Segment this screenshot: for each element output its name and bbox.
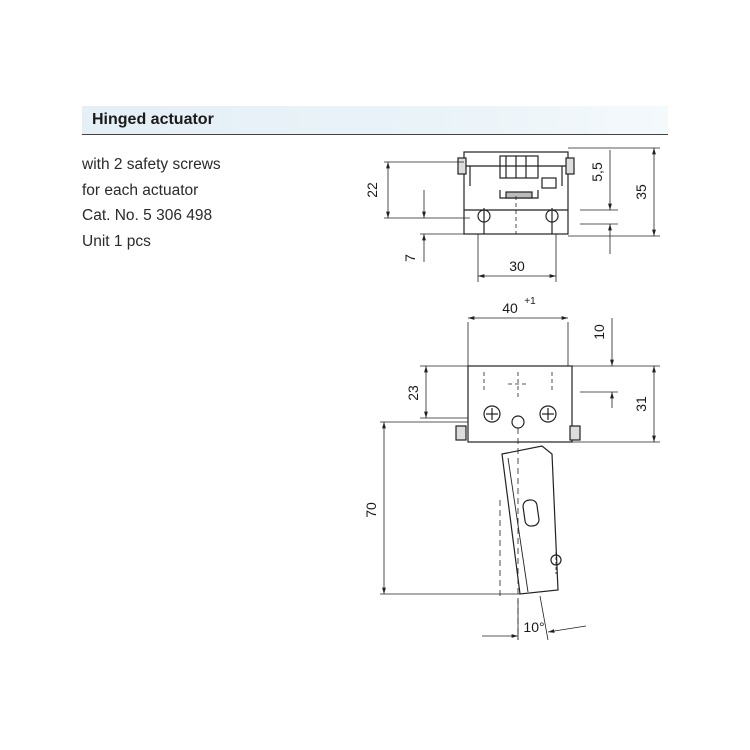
dim-23: 23 [405, 385, 421, 401]
dim-22: 22 [364, 182, 380, 198]
dim-40-tolerance: +1 [524, 296, 536, 307]
section-header: Hinged actuator [82, 106, 668, 135]
description-line-actuator: for each actuator [82, 181, 199, 199]
dim-35: 35 [633, 184, 649, 200]
dim-31: 31 [633, 396, 649, 412]
description-line-screws: with 2 safety screws [82, 156, 221, 173]
description-line-cat-no: Cat. No. 5 306 498 [82, 207, 213, 224]
product-description: with 2 safety screws for each actuator C… [82, 152, 221, 254]
dim-10: 10 [591, 324, 607, 340]
dim-30: 30 [509, 258, 525, 274]
dim-5-5: 5,5 [589, 162, 605, 182]
dim-40: 40 [502, 300, 518, 316]
section-title: Hinged actuator [92, 111, 214, 128]
dim-angle-10: 10° [523, 619, 544, 635]
description-line-unit: Unit 1 pcs [82, 232, 151, 250]
dim-7: 7 [402, 254, 418, 262]
top-view [384, 147, 660, 282]
dim-70: 70 [363, 502, 379, 518]
front-view [380, 316, 660, 641]
